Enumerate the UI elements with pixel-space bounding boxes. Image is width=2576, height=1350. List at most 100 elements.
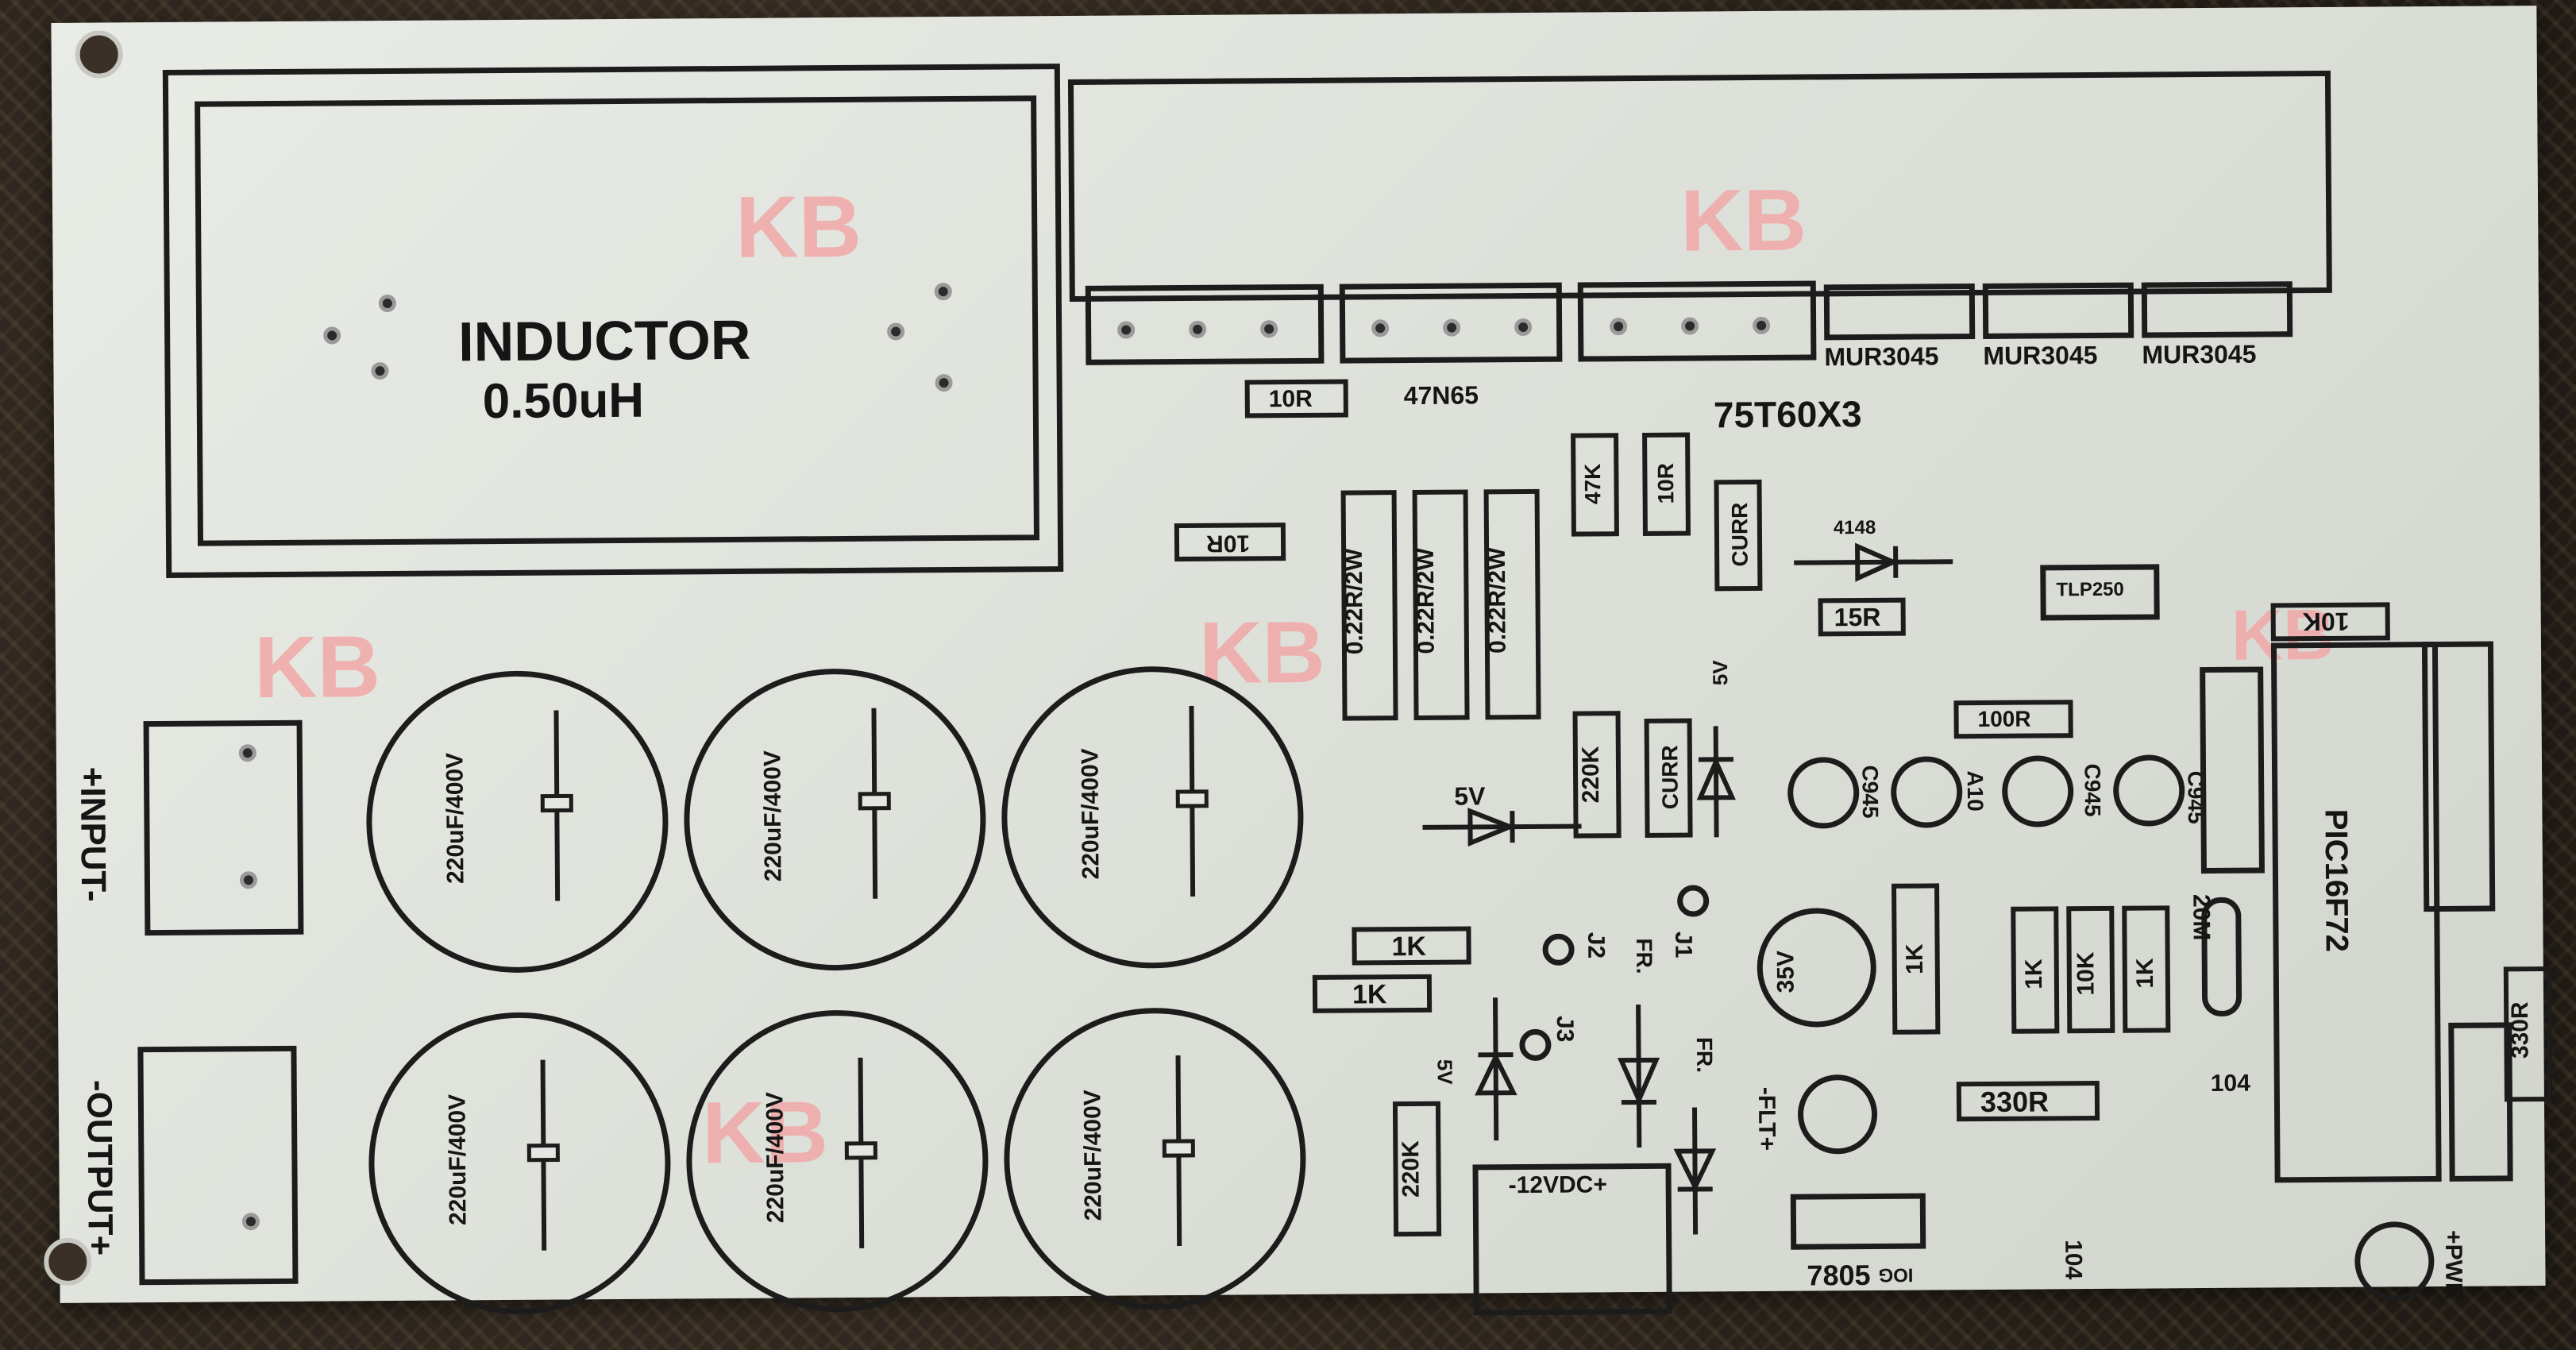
- driver-transistor-label: 47N65: [1403, 380, 1479, 411]
- fr-diode: [1673, 1107, 1717, 1235]
- optocoupler-label: TLP250: [2056, 578, 2124, 601]
- inductor-pad: [371, 361, 389, 380]
- mcu-outline: [2270, 641, 2442, 1183]
- transistor-pad: [1610, 318, 1628, 336]
- jumper-pad: [1677, 885, 1710, 917]
- resistor-label: 1K: [1391, 931, 1427, 962]
- bulk-capacitor: [1001, 665, 1305, 970]
- output-label: -OUTPUT+: [79, 1079, 120, 1256]
- voltage-regulator: [1790, 1193, 1926, 1250]
- pcb-board: INDUCTOR 0.50uH KB KB KB KB KB KB MUR304…: [44, 6, 2552, 1316]
- transistor-pad: [1443, 318, 1461, 337]
- connector-pad: [241, 1213, 260, 1231]
- bulk-capacitor-label: 220uF/400V: [444, 1094, 472, 1226]
- fr-label: FR.: [1691, 1036, 1718, 1074]
- power-led: [2354, 1221, 2435, 1302]
- transistor-label: A10: [1962, 770, 1988, 812]
- resistor-label: 15R: [1834, 602, 1881, 632]
- input-connector: [143, 719, 304, 936]
- resistor-label: 330R: [2506, 1001, 2534, 1059]
- transistor-to92: [2112, 754, 2185, 827]
- jumper-pad: [1519, 1028, 1552, 1062]
- kb-logo: KB: [735, 177, 862, 276]
- inductor-title: INDUCTOR: [457, 308, 751, 373]
- connector-pad: [239, 871, 258, 889]
- bulk-capacitor-label: 220uF/400V: [442, 752, 469, 885]
- jumper-label: J1: [1670, 931, 1697, 958]
- inductor-pad: [323, 326, 341, 345]
- shunt-label: 0.22R/2W: [1412, 548, 1440, 654]
- resistor-label: 47K: [1580, 463, 1606, 505]
- fault-led: [1797, 1074, 1878, 1155]
- bulk-capacitor-label: 220uF/400V: [762, 1091, 789, 1224]
- zener-label: 5V: [1433, 1059, 1457, 1085]
- fr-diode: [1617, 1005, 1660, 1148]
- igbt-label: 75T60X3: [1713, 393, 1862, 436]
- header-outline: [2421, 641, 2496, 912]
- resistor-label: 10K: [2073, 951, 2100, 996]
- capacitor-symbol: [844, 1057, 877, 1248]
- header-outline: [2448, 1022, 2513, 1182]
- capacitor-voltage-label: 35V: [1772, 950, 1799, 993]
- regulator-pins-label: IOG: [1878, 1263, 1914, 1286]
- resistor-label: 1K: [1352, 979, 1387, 1010]
- capacitor-symbol: [540, 710, 573, 901]
- current-sense-label: CURR: [1657, 745, 1683, 810]
- diode-footprint: [2141, 281, 2293, 338]
- resistor-label: 10K: [2302, 607, 2350, 637]
- transistor-label: C945: [1857, 765, 1883, 819]
- diode-4148-symbol: [1794, 542, 1953, 582]
- fr-label: FR.: [1632, 938, 1657, 974]
- transistor-pad: [1514, 318, 1533, 337]
- capacitor-label: 104: [2060, 1240, 2087, 1280]
- inductor-pad: [935, 374, 953, 392]
- diode-label: MUR3045: [1983, 340, 2098, 370]
- resistor-label: 220K: [1577, 746, 1605, 804]
- bulk-capacitor: [368, 1011, 672, 1316]
- inductor-pad: [378, 294, 396, 313]
- resistor-label: 10R: [1205, 530, 1251, 557]
- capacitor-symbol: [1175, 705, 1209, 897]
- resistor-label: 1K: [1901, 943, 1929, 974]
- crystal-label: 20M: [2188, 893, 2215, 941]
- heatsink-outline: [1067, 70, 2332, 303]
- capacitor-label: 104: [2210, 1070, 2250, 1097]
- zener-diode: [1422, 808, 1582, 847]
- kb-logo: KB: [253, 618, 381, 717]
- resistor-label: 10R: [1653, 462, 1679, 504]
- jumper-label: J3: [1551, 1015, 1579, 1043]
- bulk-capacitor: [683, 667, 987, 972]
- transistor-pad: [1260, 320, 1278, 338]
- resistor-label: 330R: [1980, 1085, 2050, 1119]
- diode-label: MUR3045: [1824, 341, 1939, 372]
- capacitor-symbol: [1162, 1055, 1195, 1247]
- capacitor-symbol: [858, 708, 891, 899]
- transistor-to92: [1890, 756, 1963, 828]
- transistor-to92: [2001, 755, 2074, 827]
- transistor-pad: [1371, 319, 1390, 338]
- shunt-label: 0.22R/2W: [1483, 547, 1511, 654]
- zener-label: 5V: [1454, 781, 1486, 811]
- jumper-label: J2: [1583, 932, 1610, 959]
- dc-input-label: -12VDC+: [1508, 1171, 1608, 1199]
- transistor-label: C945: [2080, 763, 2105, 817]
- resistor-label: 220K: [1398, 1140, 1425, 1198]
- zener-label: 5V: [1707, 660, 1733, 686]
- diode-footprint: [1982, 282, 2134, 339]
- resistor-label: 1K: [2020, 958, 2048, 989]
- fault-led-label: -FLT+: [1753, 1086, 1780, 1151]
- zener-diode: [1696, 726, 1736, 838]
- jumper-pad: [1542, 933, 1575, 966]
- bulk-capacitor: [685, 1009, 989, 1313]
- bulk-capacitor-label: 220uF/400V: [759, 750, 787, 882]
- header-outline: [2200, 666, 2265, 874]
- bulk-capacitor-label: 220uF/400V: [1079, 1090, 1107, 1221]
- inductor-pad: [887, 322, 905, 341]
- mcu-label: PIC16F72: [2318, 808, 2354, 953]
- power-led-label: +PWR: [2439, 1229, 2467, 1300]
- transistor-pad: [1117, 321, 1136, 339]
- zener-diode: [1475, 997, 1517, 1141]
- resistor-label: 1K: [2131, 958, 2159, 989]
- diode-4148-label: 4148: [1833, 516, 1876, 539]
- diode-footprint: [1823, 284, 1976, 341]
